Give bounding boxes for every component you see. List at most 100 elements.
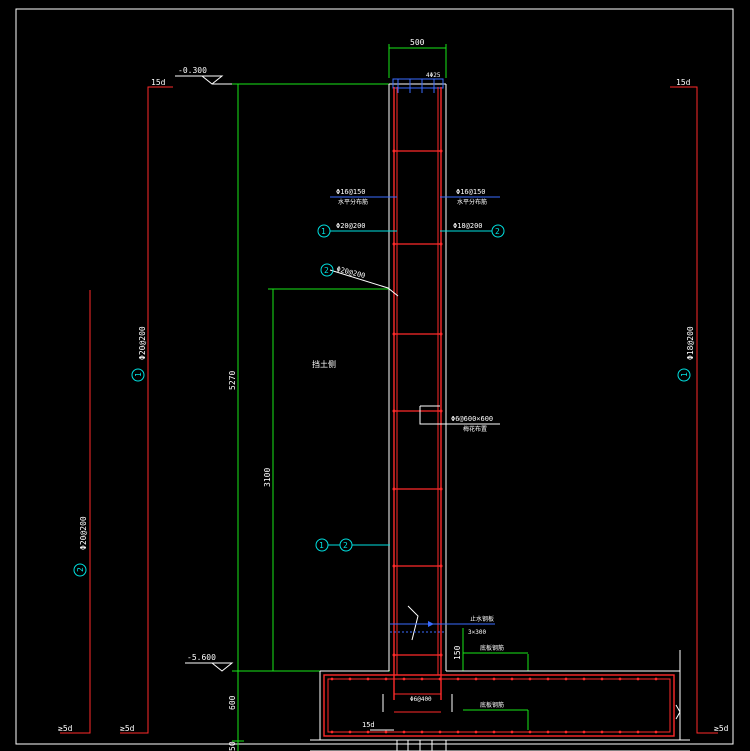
slab-rebar-dot [546,730,550,734]
base-bar-label-1: 底板钢筋 [480,644,504,652]
waterstop [390,621,495,633]
horiz-left-spec: Φ16@150 [336,188,366,196]
right-lap-bar [670,86,718,734]
slab-rebar-dot [600,677,604,681]
wall-tie-node [439,149,443,153]
slab-rebar-dot [510,730,514,734]
slab-rebar-dot [636,677,640,681]
slab-rebar-dot [420,677,424,681]
wall-horizontal-ties [392,149,443,657]
wall-tie-node [439,242,443,246]
slab-rebar-dot [402,677,406,681]
slab-rebar-dot [366,730,370,734]
wall-tie-node [392,242,396,246]
slab-rebar-dot [438,677,442,681]
wall-tie-node [392,564,396,568]
slab-rebar-dot [528,677,532,681]
level-marker-bottom [185,662,234,672]
tie-note: 梅花布置 [463,425,487,433]
slab-rebar-dot [636,730,640,734]
dim-base-600: 600 [228,695,237,710]
tag-circle-2-left [73,563,87,577]
wall-tie-node [392,409,396,413]
slab-rebar-dot [420,730,424,734]
slab-rebar-dot [582,677,586,681]
slab-rebar-dot [402,730,406,734]
horiz-right-spec: Φ16@150 [456,188,486,196]
wall-tie-node [439,564,443,568]
level-marker-top [175,75,390,85]
horiz-right-note: 水平分布筋 [457,198,487,206]
slab-rebar-dot [600,730,604,734]
horiz-left-note: 水平分布筋 [338,198,368,206]
slab-rebar-dot [438,730,442,734]
tag-num-2-diag: 2 [324,266,329,275]
slab-rebar-dot [528,730,532,734]
slab-rebar-dot [474,730,478,734]
tag-num-2-low: 2 [343,541,348,550]
tag-circle-1-right [677,368,691,382]
waterstop-size: 3×300 [468,629,486,636]
lap-label-top-right: 15d [676,78,691,87]
slab-rebar-dot [330,730,334,734]
tag2-spec-right: Φ18@200 [453,222,483,230]
slab-rebar-dot [582,730,586,734]
left-lap-bars [60,86,173,734]
slab-rebar-dot [348,730,352,734]
tag-circle-2-diag [320,263,334,277]
wall-tie-node [392,487,396,491]
slab-rebar-dot [654,677,658,681]
wall-tie-node [392,332,396,336]
dim-base-50: 50 [228,741,237,751]
lap-label-bottom-left-2: ≥5d [58,724,73,733]
tag2-spec-diag: Φ20@200 [336,265,367,280]
level-top-text: -0.300 [178,66,207,75]
tag-num-1-right: 1 [680,372,689,377]
slab-rebar-dot [330,677,334,681]
wall-tie-node [392,149,396,153]
drawing-frame [15,8,734,745]
tag-circle-1-mid [317,224,331,238]
slab-rebar-dot [510,677,514,681]
wall-tie-node [392,653,396,657]
tag-num-1-low: 1 [319,541,324,550]
slab-rebar-dot [654,730,658,734]
leaders [329,196,500,641]
tag1-spec: Φ20@200 [336,222,366,230]
vertical-bar-label-left-2: Φ20@200 [79,516,88,550]
slab-rebar-dots [330,677,658,734]
slab-rebar-dot [384,730,388,734]
dim-wall-height: 5270 [228,371,237,390]
wall-tie-node [439,653,443,657]
base-15d-label: 15d [362,721,375,729]
slab-rebar-dot [492,677,496,681]
dim-base-150: 150 [453,645,462,660]
base-slab [310,650,690,751]
base-tie-label: Φ6@400 [410,696,432,703]
slab-rebar-dot [384,677,388,681]
dim-lap-length: 3100 [263,468,272,487]
wall-tie-node [439,409,443,413]
vertical-bar-label-left: Φ20@200 [138,326,147,360]
top-small-dim: 4Φ25 [426,72,441,79]
slab-rebar-dot [456,730,460,734]
base-bar-label-2: 底板钢筋 [480,701,504,709]
lap-label-bottom-right: ≥5d [714,724,729,733]
lap-label-bottom-left-1: ≥5d [120,724,135,733]
wall-tie-node [439,332,443,336]
slab-rebar-dot [564,677,568,681]
tag-circle-1-left [131,368,145,382]
soil-side-label: 挡土侧 [312,359,336,369]
slab-rebar-dot [546,677,550,681]
tag-num-2-left: 2 [76,567,85,572]
level-bottom-text: -5.600 [187,653,216,662]
dim-wall-width: 500 [410,38,425,47]
slab-rebar-dot [618,677,622,681]
slab-rebar-dot [348,677,352,681]
slab-rebar-dot [564,730,568,734]
waterstop-label: 止水钢板 [470,615,494,623]
slab-rebar-dot [456,677,460,681]
slab-rebar-dot [492,730,496,734]
slab-rebar-dot [618,730,622,734]
